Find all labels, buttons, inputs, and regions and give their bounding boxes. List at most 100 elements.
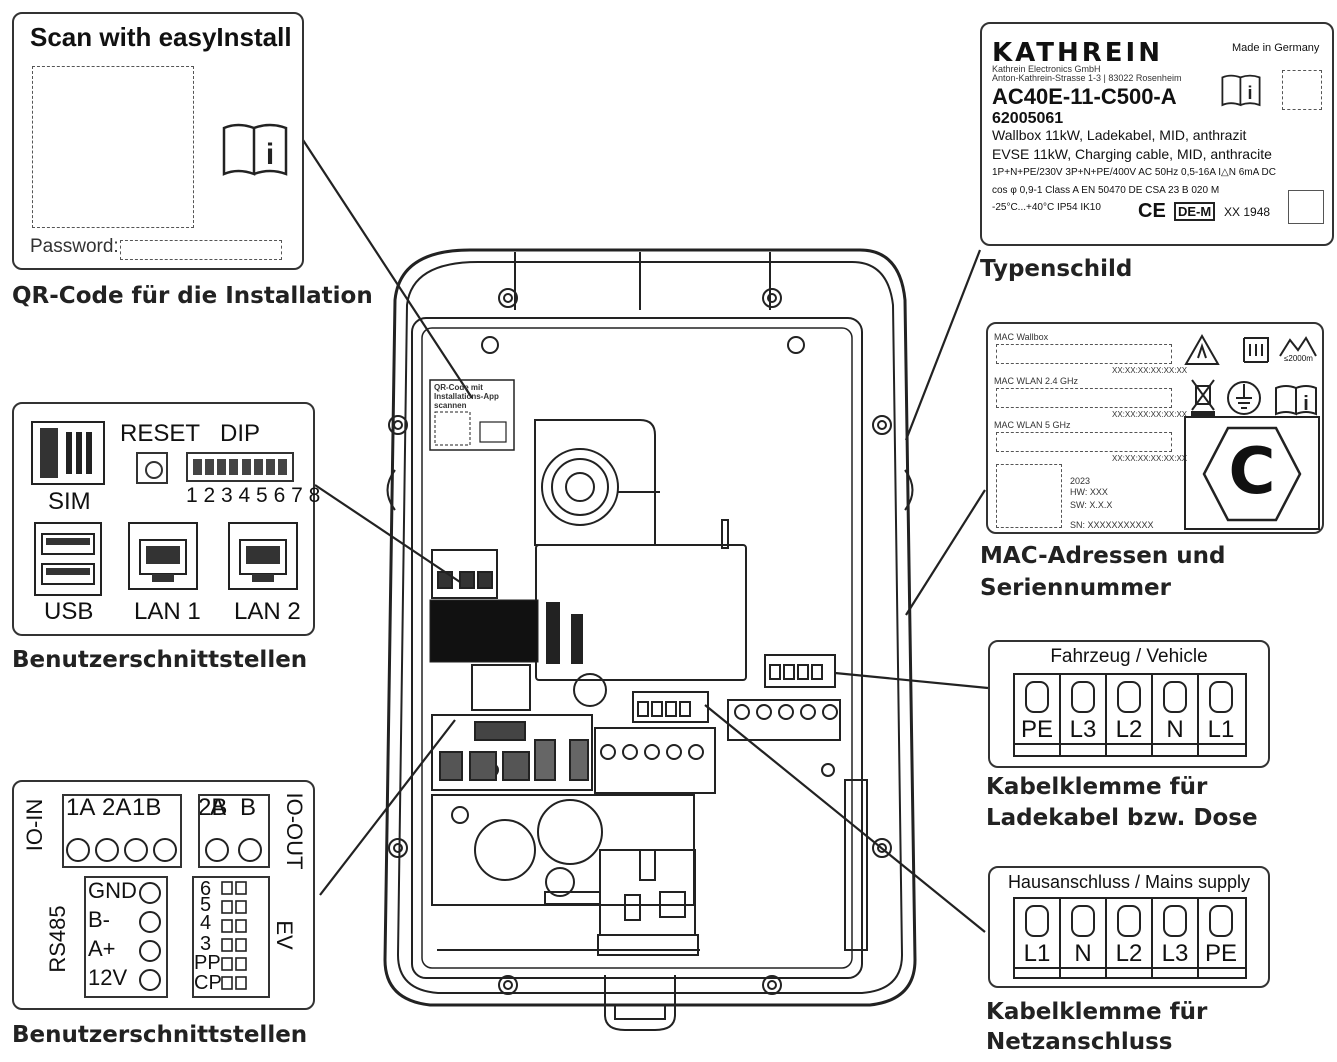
lan1-port-icon xyxy=(128,522,198,590)
dip-switch xyxy=(186,452,294,482)
vehicle-terminal-panel: Fahrzeug / Vehicle PE L3 L2 N L1 xyxy=(988,640,1270,768)
mains-caption-line2: Netzanschluss xyxy=(986,1029,1173,1055)
mains-terminal-block xyxy=(1013,897,1247,979)
vehicle-caption-line2: Ladekabel bzw. Dose xyxy=(986,805,1258,831)
dip-numbers: 1 2 3 4 5 6 7 8 xyxy=(186,484,321,507)
ce-mark: CE xyxy=(1138,200,1166,222)
company-name: Kathrein Electronics GmbH xyxy=(992,64,1101,74)
io-panel-caption: Benutzerschnittstellen xyxy=(12,1022,308,1048)
mac-wlan5-value: XX:XX:XX:XX:XX:XX xyxy=(1112,454,1188,463)
dip-label: DIP xyxy=(220,420,261,447)
svg-text:i: i xyxy=(266,138,274,171)
ev-pin-6: 6 xyxy=(200,878,212,900)
serial-number: SN: XXXXXXXXXXX xyxy=(1070,520,1154,530)
io-in-screws xyxy=(66,838,177,862)
io-out-screws xyxy=(205,838,262,862)
de-m-mark: DE-M xyxy=(1174,202,1216,221)
lan1-label: LAN 1 xyxy=(134,598,201,625)
ev-terminal xyxy=(192,876,270,998)
ev-label: EV xyxy=(272,920,297,950)
mac-wallbox-label: MAC Wallbox xyxy=(994,332,1049,342)
rs485-screws xyxy=(139,882,161,991)
io-in-terminal xyxy=(62,794,182,868)
vehicle-terminal-title: Fahrzeug / Vehicle xyxy=(1050,646,1208,667)
ev-pin-3: 3 xyxy=(200,933,212,955)
mains-pin-n: N xyxy=(1074,940,1092,967)
mains-caption-line1: Kabelklemme für xyxy=(986,999,1208,1025)
mac-wlan5-field xyxy=(996,432,1172,452)
reset-button xyxy=(136,452,168,484)
model-number: AC40E-11-C500-A xyxy=(992,84,1177,109)
rs485-pin-gnd: GND xyxy=(88,878,137,903)
sim-slot-icon xyxy=(31,421,105,485)
lan2-label: LAN 2 xyxy=(234,598,301,625)
hardware-version: HW: XXX xyxy=(1070,487,1108,497)
qr-panel-caption: QR-Code für die Installation xyxy=(12,283,373,309)
io-out-terminal xyxy=(198,794,270,868)
vehicle-pin-l3: L3 xyxy=(1069,716,1097,743)
mac-wlan24-label: MAC WLAN 2.4 GHz xyxy=(994,376,1079,386)
spec-line-1: 1P+N+PE/230V 3P+N+PE/400V AC 50Hz 0,5-16… xyxy=(992,167,1276,178)
vehicle-pin-n: N xyxy=(1166,716,1184,743)
sim-label: SIM xyxy=(48,488,91,515)
manual-book-icon: i xyxy=(1221,74,1261,107)
mains-terminal-title: Hausanschluss / Mains supply xyxy=(1007,872,1251,892)
type-plate-caption: Typenschild xyxy=(980,256,1133,282)
description-en: EVSE 11kW, Charging cable, MID, anthraci… xyxy=(992,146,1272,162)
rs485-terminal xyxy=(84,876,168,998)
type-plate-panel: KATHREIN Made in Germany Kathrein Electr… xyxy=(980,22,1334,246)
mac-caption-line2: Seriennummer xyxy=(980,575,1171,601)
ev-pin-5: 5 xyxy=(200,894,212,916)
ev-pin-4: 4 xyxy=(200,912,212,934)
qr-placeholder-top xyxy=(1282,70,1322,110)
ev-contacts xyxy=(221,881,247,990)
io-out-label: IO-OUT xyxy=(282,792,307,870)
vehicle-pin-l2: L2 xyxy=(1115,716,1143,743)
mac-wallbox-value: XX:XX:XX:XX:XX:XX xyxy=(1112,366,1188,375)
rs485-label: RS485 xyxy=(45,905,70,973)
mains-pin-l1: L1 xyxy=(1023,940,1051,967)
interfaces-panel-caption: Benutzerschnittstellen xyxy=(12,647,308,673)
vehicle-pin-pe: PE xyxy=(1020,716,1053,743)
rs485-pin-bminus: B- xyxy=(88,907,110,932)
svg-text:i: i xyxy=(1303,393,1309,415)
class-c-hexagon-icon xyxy=(1202,426,1302,522)
mac-caption-line1: MAC-Adressen und xyxy=(980,543,1226,569)
manual-book-icon: i xyxy=(222,123,288,176)
reset-label: RESET xyxy=(120,420,201,447)
io-rs485-panel: IO-IN 1A 2A 1B 2B A B IO-OUT RS485 GND B… xyxy=(12,780,315,1010)
class-c-letter: C xyxy=(1228,435,1276,509)
article-number: 62005061 xyxy=(992,110,1064,127)
io-in-label: IO-IN xyxy=(22,798,47,852)
user-interfaces-panel: SIM RESET DIP 1 2 3 4 5 6 7 8 USB LAN 1 … xyxy=(12,402,320,636)
io-in-pin-2a: 2A xyxy=(102,794,132,821)
company-address: Anton-Kathrein-Strasse 1-3 | 83022 Rosen… xyxy=(992,73,1182,83)
class-c-box: C xyxy=(1184,416,1320,530)
ev-pin-cp: CP xyxy=(194,972,222,994)
mac-wlan5-label: MAC WLAN 5 GHz xyxy=(994,420,1071,430)
mains-pin-l2: L2 xyxy=(1115,940,1143,967)
description-de: Wallbox 11kW, Ladekabel, MID, anthrazit xyxy=(992,127,1247,143)
vehicle-caption-line1: Kabelklemme für xyxy=(986,774,1208,800)
svg-text:i: i xyxy=(1247,83,1252,103)
password-field xyxy=(120,240,282,260)
device-qr-sticker-text: QR-Code mit Installations-App scannen xyxy=(434,383,499,410)
made-in-label: Made in Germany xyxy=(1232,42,1320,54)
lan2-port-icon xyxy=(228,522,298,590)
spec-line-3: -25°C...+40°C IP54 IK10 xyxy=(992,202,1101,213)
io-in-pin-1b: 1B xyxy=(132,794,162,821)
qr-panel-title: Scan with easyInstall xyxy=(30,22,292,52)
mac-serial-panel: MAC Wallbox XX:XX:XX:XX:XX:XX MAC WLAN 2… xyxy=(986,322,1324,534)
io-out-pin-a: A xyxy=(210,794,227,821)
ev-pin-pp: PP xyxy=(194,952,221,974)
software-version: SW: X.X.X xyxy=(1070,500,1113,510)
mains-terminal-panel: Hausanschluss / Mains supply L1 N L2 L3 … xyxy=(988,866,1270,988)
mains-pin-pe: PE xyxy=(1204,940,1237,967)
rs485-pin-aplus: A+ xyxy=(88,936,116,961)
mac-wlan24-field xyxy=(996,388,1172,408)
usb-port-icon xyxy=(34,522,102,596)
rs485-pin-12v: 12V xyxy=(88,965,128,990)
mac-wallbox-field xyxy=(996,344,1172,364)
vehicle-pin-l1: L1 xyxy=(1207,716,1235,743)
